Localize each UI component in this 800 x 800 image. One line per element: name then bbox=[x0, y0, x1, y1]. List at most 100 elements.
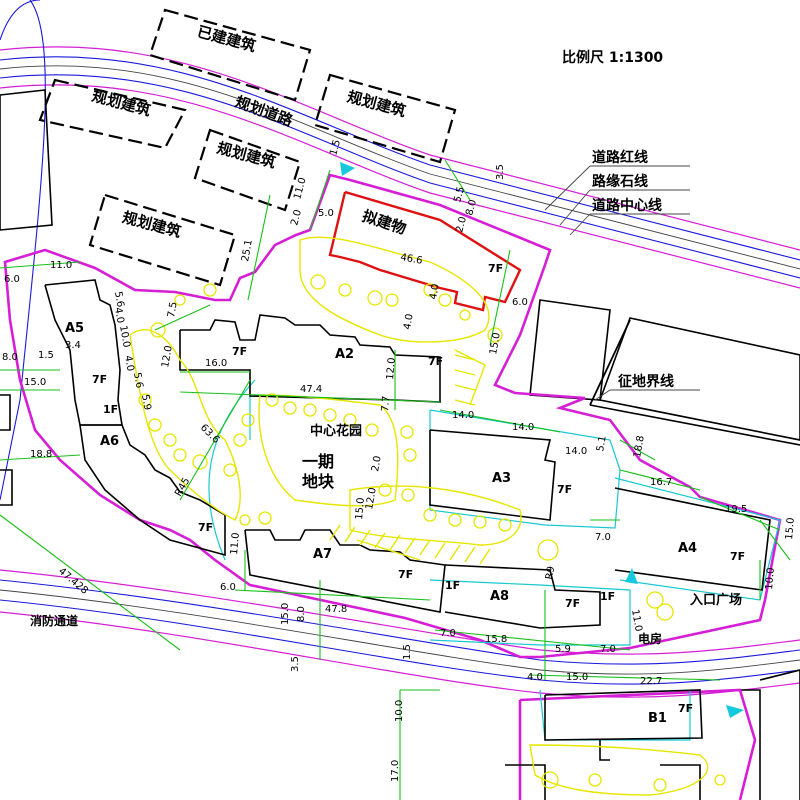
legend-red-line: 道路红线 bbox=[592, 149, 648, 166]
dim-label: 1.5 bbox=[328, 139, 343, 157]
dim-label: 5.9 bbox=[555, 644, 571, 655]
dim-label: 15.0 bbox=[280, 603, 291, 625]
building-a3-label: A3 bbox=[492, 471, 511, 486]
building-a8-label: A8 bbox=[490, 589, 509, 604]
floors-a2-left: 7F bbox=[232, 345, 247, 358]
building-a5-label: A5 bbox=[65, 321, 84, 336]
dim-label: 19.5 bbox=[725, 504, 747, 515]
floors-a7-ground: 1F bbox=[445, 579, 460, 592]
bottom-road-lines bbox=[0, 569, 800, 698]
dim-label: 15.0 bbox=[24, 377, 46, 388]
floors-a5-ground: 1F bbox=[103, 403, 118, 416]
floors-a7: 7F bbox=[398, 568, 413, 581]
planned-road-lines bbox=[0, 0, 800, 501]
land-boundary-line bbox=[589, 319, 631, 406]
floors-a6: 7F bbox=[198, 521, 213, 534]
dim-label: 25.1 bbox=[240, 239, 255, 263]
building-a3 bbox=[429, 429, 556, 521]
dim-label: 3.5 bbox=[290, 656, 301, 672]
legend-center-line: 道路中心线 bbox=[592, 197, 662, 214]
dim-label: 14.0 bbox=[512, 422, 534, 433]
dim-label: 5.0 bbox=[318, 208, 334, 219]
dim-label: 18.8 bbox=[632, 435, 647, 459]
dim-label: 8.0 bbox=[2, 352, 18, 363]
dim-label: 5.6 bbox=[131, 372, 145, 390]
building-b1-label: B1 bbox=[648, 711, 667, 726]
dim-label: 10.0 bbox=[764, 567, 777, 590]
floors-a4: 7F bbox=[730, 550, 745, 563]
planned-building-4 bbox=[88, 193, 237, 287]
dim-label: 16.0 bbox=[205, 358, 227, 369]
floors-a5: 7F bbox=[92, 373, 107, 386]
dim-label: 12.0 bbox=[160, 345, 175, 369]
building-b1 bbox=[544, 689, 703, 741]
building-a4-label: A4 bbox=[678, 541, 697, 556]
dim-label: 5.9 bbox=[139, 394, 153, 412]
dim-label: 17.0 bbox=[390, 760, 401, 782]
dim-label: 63.6 bbox=[198, 422, 222, 446]
planned-building-1 bbox=[38, 78, 187, 150]
dim-label: 10.0 bbox=[394, 700, 405, 722]
dim-label: 8.0 bbox=[296, 606, 307, 622]
dim-label: 11.0 bbox=[292, 176, 308, 200]
dim-label: 46.6 bbox=[399, 252, 423, 267]
planned-building-label-1: 规划建筑 bbox=[90, 87, 153, 120]
dim-label: 2.0 bbox=[370, 455, 384, 473]
dim-label: 8.0 bbox=[464, 199, 479, 217]
dim-label: 1.5 bbox=[38, 350, 54, 361]
dim-label: 15.8 bbox=[485, 634, 507, 645]
dim-label: 47.8 bbox=[325, 604, 347, 615]
scale-label: 比例尺 1:1300 bbox=[562, 49, 663, 66]
dim-label: 11.0 bbox=[50, 260, 72, 271]
dim-label: 3.5 bbox=[495, 164, 506, 180]
dim-label: 7.0 bbox=[595, 532, 611, 543]
dim-label: 7.7 bbox=[380, 395, 392, 412]
floors-a8-ground: 1F bbox=[600, 590, 615, 603]
building-a8 bbox=[444, 564, 601, 629]
planned-building-label-3: 规划建筑 bbox=[215, 139, 278, 172]
proposed-building bbox=[328, 190, 522, 312]
dim-label: 5.6 bbox=[112, 291, 126, 309]
dim-label: 4.0 bbox=[112, 307, 126, 325]
dim-label: 16.7 bbox=[650, 477, 672, 488]
trees bbox=[138, 274, 726, 792]
dimension-lines bbox=[0, 159, 791, 800]
building-a4 bbox=[614, 487, 771, 591]
dim-label: 15.0 bbox=[566, 672, 588, 683]
dim-label: 22.7 bbox=[640, 676, 662, 687]
dim-label: 2.0 bbox=[454, 216, 469, 234]
dim-label: 11.0 bbox=[629, 609, 644, 633]
dim-label: 3.4 bbox=[65, 340, 81, 351]
dim-label: R9 bbox=[544, 566, 557, 581]
dim-label: 15.0 bbox=[784, 517, 797, 540]
building-a2-label: A2 bbox=[335, 347, 354, 362]
dim-label: 14.0 bbox=[452, 410, 474, 421]
phase-one-label: 一期 bbox=[302, 452, 334, 471]
proposed-building-label: 拟建物 bbox=[360, 207, 408, 238]
floors-b1: 7F bbox=[678, 702, 693, 715]
building-a6 bbox=[79, 424, 226, 557]
parking-hatch bbox=[329, 354, 491, 565]
planned-building-2 bbox=[313, 73, 457, 164]
setback-lines bbox=[208, 379, 781, 741]
dim-label: 4.0 bbox=[527, 672, 543, 683]
floors-a3: 7F bbox=[557, 483, 572, 496]
dim-label: 12.0 bbox=[385, 357, 398, 380]
dim-label: 47.4 bbox=[300, 384, 322, 395]
entrance-arrow-bottom bbox=[726, 705, 744, 718]
building-a6-label: A6 bbox=[100, 434, 119, 449]
dim-label: 6.0 bbox=[512, 297, 528, 308]
floors-a2-right: 7F bbox=[428, 355, 443, 368]
dim-label: 6.0 bbox=[4, 274, 20, 285]
entrance-plaza-label: 入口广场 bbox=[690, 592, 742, 608]
dim-label: 2.0 bbox=[289, 209, 304, 227]
plot-label: 地块 bbox=[302, 472, 335, 491]
legend-leaders bbox=[544, 165, 700, 401]
dim-label: 1.5 bbox=[402, 644, 413, 660]
floors-proposed: 7F bbox=[488, 262, 503, 275]
dim-label: 7.0 bbox=[440, 628, 456, 639]
building-a7-label: A7 bbox=[313, 547, 332, 562]
central-garden-label: 中心花园 bbox=[310, 423, 362, 439]
right-structures bbox=[529, 299, 800, 800]
